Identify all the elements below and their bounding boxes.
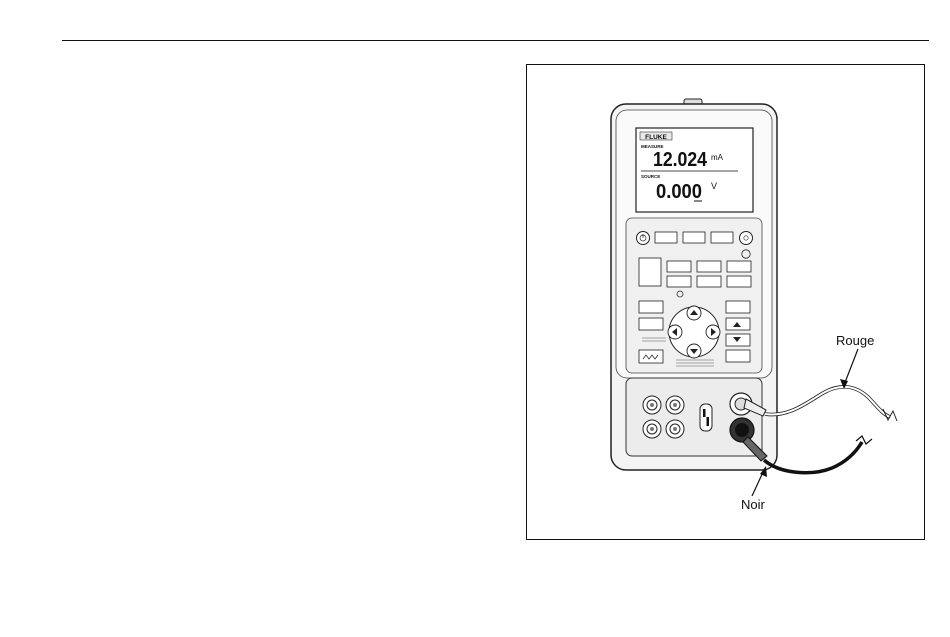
key-left-tall[interactable] bbox=[639, 258, 661, 286]
red-callout-line bbox=[844, 349, 858, 385]
thermocouple-port bbox=[700, 404, 712, 431]
red-lead-label: Rouge bbox=[836, 333, 874, 348]
key-row3-a[interactable] bbox=[667, 276, 691, 287]
key-row2-ohm[interactable] bbox=[697, 261, 721, 272]
key-row1-ohm[interactable] bbox=[683, 232, 705, 243]
key-row2-temp[interactable] bbox=[727, 261, 751, 272]
key-row1-a[interactable] bbox=[655, 232, 677, 243]
key-right-4[interactable] bbox=[726, 350, 750, 362]
source-unit: V bbox=[711, 181, 717, 191]
key-left-1[interactable] bbox=[639, 301, 663, 313]
measure-unit: mA bbox=[711, 153, 724, 162]
key-row3-b[interactable] bbox=[697, 276, 721, 287]
source-label: SOURCE bbox=[641, 174, 660, 179]
brand-logo: FLUKE bbox=[645, 134, 667, 141]
terminal-panel bbox=[626, 378, 762, 456]
key-left-2[interactable] bbox=[639, 318, 663, 330]
source-value: 0.000 bbox=[656, 181, 702, 203]
black-lead-break bbox=[856, 436, 872, 444]
measure-value: 12.024 bbox=[653, 149, 708, 171]
key-right-1[interactable] bbox=[726, 301, 750, 313]
key-row2-a[interactable] bbox=[667, 261, 691, 272]
key-row3-c[interactable] bbox=[727, 276, 751, 287]
black-lead-wire bbox=[764, 442, 862, 473]
key-row1-temp[interactable] bbox=[711, 232, 733, 243]
backlight-button[interactable] bbox=[740, 232, 753, 245]
black-lead-label: Noir bbox=[741, 497, 765, 512]
